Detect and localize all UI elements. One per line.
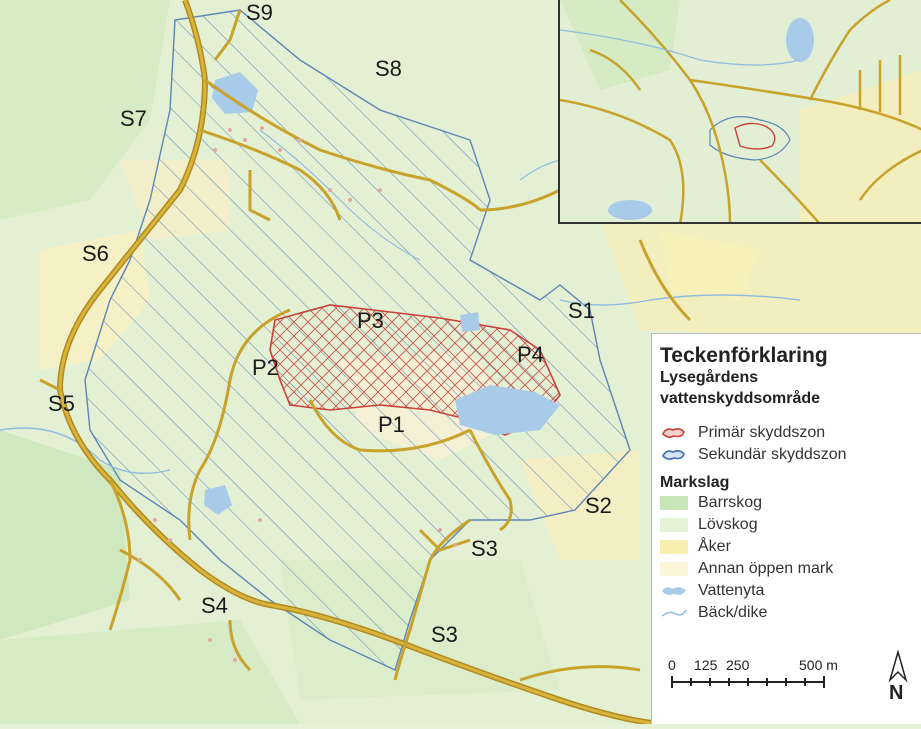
label-s3-north: S3 xyxy=(471,536,498,561)
overview-inset xyxy=(558,0,921,224)
north-arrow-icon: N xyxy=(886,649,910,706)
scale-bar: 0 125 250 500 m xyxy=(664,657,864,692)
legend-label: Barrskog xyxy=(698,493,763,511)
legend-label: Bäck/dike xyxy=(698,603,768,621)
legend-label: Primär skyddszon xyxy=(698,423,826,441)
legend-item-back-dike: Bäck/dike xyxy=(660,602,913,624)
primary-zone-icon xyxy=(662,427,685,438)
deciduous-forest-swatch-icon xyxy=(660,517,688,532)
legend-item-lovskog: Lövskog xyxy=(660,514,913,536)
legend-label: Vattenyta xyxy=(698,581,765,599)
scale-tick-125: 125 xyxy=(694,657,718,673)
stream-icon xyxy=(661,609,687,617)
label-s1: S1 xyxy=(568,298,595,323)
label-s6: S6 xyxy=(82,241,109,266)
legend-item-aker: Åker xyxy=(660,536,913,558)
legend-item-secondary-zone: Sekundär skyddszon xyxy=(660,444,913,466)
label-p1: P1 xyxy=(378,412,405,437)
legend-subtitle-1: Lysegårdens xyxy=(660,369,759,386)
label-p3: P3 xyxy=(357,308,384,333)
scale-tick-0: 0 xyxy=(668,657,676,673)
legend-label: Lövskog xyxy=(698,515,758,533)
map-legend: Teckenförklaring Lysegårdens vattenskydd… xyxy=(651,333,921,724)
farmland-swatch-icon xyxy=(660,539,688,554)
legend-item-primary-zone: Primär skyddszon xyxy=(660,422,913,444)
label-s4: S4 xyxy=(201,593,228,618)
label-s7: S7 xyxy=(120,106,147,131)
legend-landuse-title: Markslag xyxy=(660,473,730,491)
label-s5: S5 xyxy=(48,391,75,416)
legend-item-annan-oppen-mark: Annan öppen mark xyxy=(660,558,913,580)
label-s9: S9 xyxy=(246,0,273,25)
north-label: N xyxy=(889,682,904,704)
legend-title: Teckenförklaring xyxy=(660,344,828,367)
label-s8: S8 xyxy=(375,56,402,81)
legend-item-vattenyta: Vattenyta xyxy=(660,580,913,602)
label-p4: P4 xyxy=(517,342,544,367)
overview-graphic xyxy=(560,0,921,222)
secondary-zone-icon xyxy=(662,449,685,460)
open-land-swatch-icon xyxy=(660,561,688,576)
legend-label: Sekundär skyddszon xyxy=(698,445,847,463)
legend-subtitle-2: vattenskyddsområde xyxy=(660,389,821,407)
legend-label: Annan öppen mark xyxy=(698,559,834,577)
legend-item-barrskog: Barrskog xyxy=(660,492,913,514)
water-surface-icon xyxy=(662,586,686,595)
label-s3-south: S3 xyxy=(431,622,458,647)
legend-label: Åker xyxy=(698,537,731,555)
scale-tick-500: 500 m xyxy=(799,657,838,673)
scale-line-icon xyxy=(671,676,825,688)
label-p2: P2 xyxy=(252,355,279,380)
scale-tick-250: 250 xyxy=(726,657,750,673)
conifer-forest-swatch-icon xyxy=(660,495,688,510)
label-s2: S2 xyxy=(585,493,612,518)
